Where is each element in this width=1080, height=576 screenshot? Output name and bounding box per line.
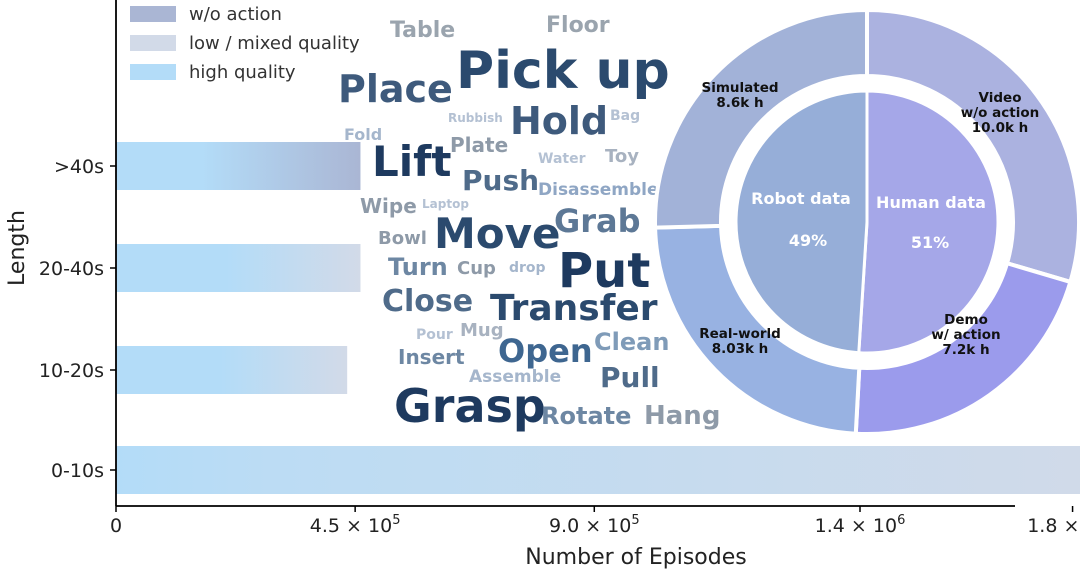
bar-10-20s [116, 346, 348, 394]
x-tick-label: 4.5 × 105 [310, 513, 401, 537]
word: Clean [594, 328, 669, 356]
y-axis-label: Length [5, 210, 30, 286]
word: Hang [644, 401, 720, 431]
word: Open [498, 332, 593, 370]
donut-inner-segment [857, 89, 1000, 355]
word: Lift [372, 137, 452, 186]
outer-label: 8.03k h [712, 341, 769, 357]
word: Transfer [490, 288, 658, 329]
axes: >40s 20-40s 10-20s 0-10s 0 4.5 × 105 9.0 × 105… [5, 0, 1080, 570]
bar-group [116, 142, 1080, 494]
inner-label: Robot data [751, 189, 851, 208]
word: Bowl [378, 228, 427, 249]
word: Bag [610, 108, 640, 124]
donut-outer-segment [653, 7, 869, 230]
bar->40s [116, 142, 361, 190]
word: Disassemble [538, 180, 659, 200]
word: Pick up [456, 41, 670, 101]
word: Water [538, 151, 586, 167]
legend-label: w/o action [189, 4, 282, 25]
y-tick-label: 20-40s [39, 258, 104, 280]
x-tick-label: 0 [110, 515, 122, 537]
y-tick-label: 10-20s [39, 360, 104, 382]
x-tick-label: 9.0 × 105 [549, 513, 640, 537]
legend-swatch [130, 6, 176, 22]
x-tick-label: 1.4 × 106 [815, 513, 906, 537]
word: Pour [416, 327, 453, 343]
outer-label: Real-world [699, 326, 781, 342]
word: Fold [344, 125, 382, 144]
word: Hold [510, 99, 608, 143]
x-axis-label: Number of Episodes [525, 545, 746, 570]
word: Rotate [541, 402, 631, 430]
word: Grasp [394, 379, 546, 433]
word: Pull [600, 361, 660, 394]
donut-inner-segment [734, 89, 869, 355]
donut-outer-segment [865, 7, 1080, 285]
outer-label: 8.6k h [716, 95, 763, 111]
outer-label: Video [979, 90, 1022, 106]
word: Push [462, 164, 539, 197]
y-tick-label: >40s [54, 156, 104, 178]
y-tick-label: 0-10s [51, 460, 104, 482]
outer-label: Demo [944, 312, 988, 328]
inner-value: 49% [789, 231, 827, 250]
word: Plate [450, 133, 508, 157]
word: Toy [605, 146, 639, 167]
donut-chart: Robot data 49% Human data 51% Simulated8.6k … [653, 7, 1080, 436]
legend-label: low / mixed quality [189, 33, 360, 54]
outer-label: Simulated [701, 80, 778, 96]
word: Wipe [360, 194, 417, 218]
word: Mug [460, 320, 504, 341]
word: Assemble [469, 367, 561, 387]
word: Close [382, 284, 473, 319]
word: Table [390, 18, 455, 43]
word: Put [558, 243, 650, 299]
legend-swatch [130, 64, 176, 80]
outer-label: 7.2k h [942, 342, 989, 358]
bar-0-10s [116, 446, 1080, 494]
legend-label: high quality [189, 62, 296, 83]
bar-20-40s [116, 244, 361, 292]
inner-label: Human data [876, 193, 986, 212]
word: Laptop [422, 197, 469, 211]
outer-label: w/o action [961, 105, 1039, 121]
word: drop [509, 260, 546, 276]
word: Place [338, 67, 453, 111]
outer-label: w/ action [931, 327, 1000, 343]
word: Grab [554, 202, 641, 240]
donut-outer-segment [653, 223, 862, 436]
x-tick-label: 1.8 × 106 [1027, 513, 1080, 537]
legend-swatch [130, 35, 176, 51]
word: Floor [546, 13, 610, 38]
legend: w/o action low / mixed quality high qualit… [130, 4, 360, 83]
word: Cup [457, 258, 496, 279]
inner-value: 51% [911, 233, 949, 252]
word: Move [434, 209, 561, 258]
word: Turn [388, 253, 448, 281]
word: Rubbish [448, 111, 503, 125]
word: Insert [398, 345, 465, 369]
outer-label: 10.0k h [972, 120, 1029, 136]
